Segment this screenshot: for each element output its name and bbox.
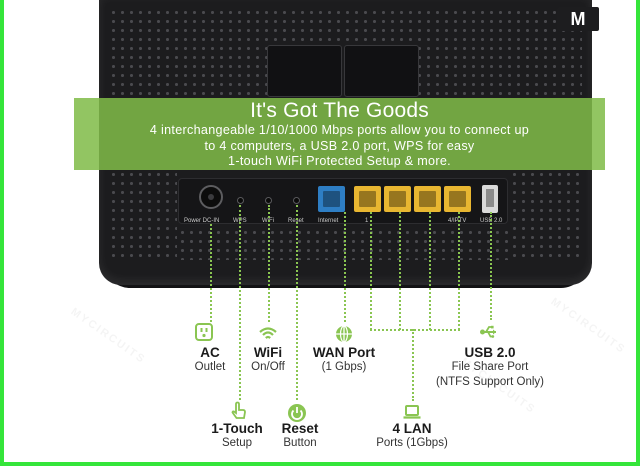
router-top-slot bbox=[344, 45, 419, 97]
feature-sub-lan: Ports (1Gbps) bbox=[376, 437, 448, 449]
router-vent-grid bbox=[109, 170, 177, 258]
feature-title-ac: AC bbox=[200, 345, 220, 360]
banner-title: It's Got The Goods bbox=[250, 99, 429, 122]
router-vent-grid bbox=[510, 170, 582, 258]
connector-lan-drop bbox=[412, 329, 414, 401]
lan-port-4 bbox=[444, 186, 471, 212]
connector-wps bbox=[239, 205, 241, 400]
port-label-lan1: 1 bbox=[365, 218, 369, 224]
connector-reset bbox=[296, 205, 298, 400]
power-outlet-icon bbox=[195, 323, 213, 341]
brand-logo: M bbox=[557, 7, 599, 31]
usb-port bbox=[482, 185, 498, 213]
feature-sub-wifi: On/Off bbox=[251, 361, 285, 373]
feature-sub-wan: (1 Gbps) bbox=[321, 361, 367, 373]
connector-wan bbox=[344, 212, 346, 322]
feature-title-wps: 1-Touch bbox=[211, 421, 263, 436]
wifi-button-hole bbox=[265, 197, 272, 204]
feature-title-wan: WAN Port bbox=[312, 345, 376, 360]
connector-lan3 bbox=[429, 212, 431, 330]
connector-lan2 bbox=[399, 212, 401, 330]
power-button-icon bbox=[288, 404, 306, 422]
lan-port-2 bbox=[384, 186, 411, 212]
feature-title-wifi: WiFi bbox=[253, 345, 283, 360]
connector-wifi bbox=[268, 205, 270, 322]
feature-sub-usb: File Share Port bbox=[451, 361, 529, 373]
watermark: MYCIRCUITS bbox=[549, 296, 628, 357]
network-globe-icon bbox=[336, 325, 352, 343]
connector-usb bbox=[490, 212, 492, 320]
feature-title-usb: USB 2.0 bbox=[464, 345, 516, 360]
port-label-power: Power DC-IN bbox=[184, 218, 220, 224]
feature-sub-ac: Outlet bbox=[194, 361, 226, 373]
feature-title-lan: 4 LAN bbox=[392, 421, 432, 436]
wan-port bbox=[318, 186, 345, 212]
banner-line: 4 interchangeable 1/10/1000 Mbps ports a… bbox=[149, 123, 530, 137]
usb-icon bbox=[480, 325, 496, 338]
wifi-icon bbox=[259, 327, 277, 339]
feature-sub-wps: Setup bbox=[221, 437, 253, 449]
watermark: MYCIRCUITS bbox=[69, 306, 148, 367]
feature-title-reset: Reset bbox=[281, 421, 319, 436]
lan-port-1 bbox=[354, 186, 381, 212]
feature-banner: It's Got The Goods 4 interchangeable 1/1… bbox=[74, 98, 605, 170]
wps-button-hole bbox=[237, 197, 244, 204]
reset-button-hole bbox=[293, 197, 300, 204]
port-label-reset: Reset bbox=[288, 218, 304, 224]
port-label-internet: Internet bbox=[318, 218, 339, 224]
feature-sub-reset: Button bbox=[283, 437, 317, 449]
power-jack bbox=[199, 185, 223, 209]
port-label-lan4: 4/IPTV bbox=[448, 218, 467, 224]
connector-ac bbox=[210, 224, 212, 322]
router-top-slot bbox=[267, 45, 342, 97]
banner-line: 1-touch WiFi Protected Setup & more. bbox=[228, 154, 451, 168]
laptop-icon bbox=[403, 405, 421, 419]
connector-lan-bar bbox=[370, 329, 460, 331]
feature-sub-usb-note: (NTFS Support Only) bbox=[436, 376, 544, 388]
lan-port-3 bbox=[414, 186, 441, 212]
connector-lan4 bbox=[458, 212, 460, 330]
banner-line: to 4 computers, a USB 2.0 port, WPS for … bbox=[204, 138, 475, 153]
connector-lan1 bbox=[370, 212, 372, 330]
finger-touch-icon bbox=[231, 401, 246, 419]
